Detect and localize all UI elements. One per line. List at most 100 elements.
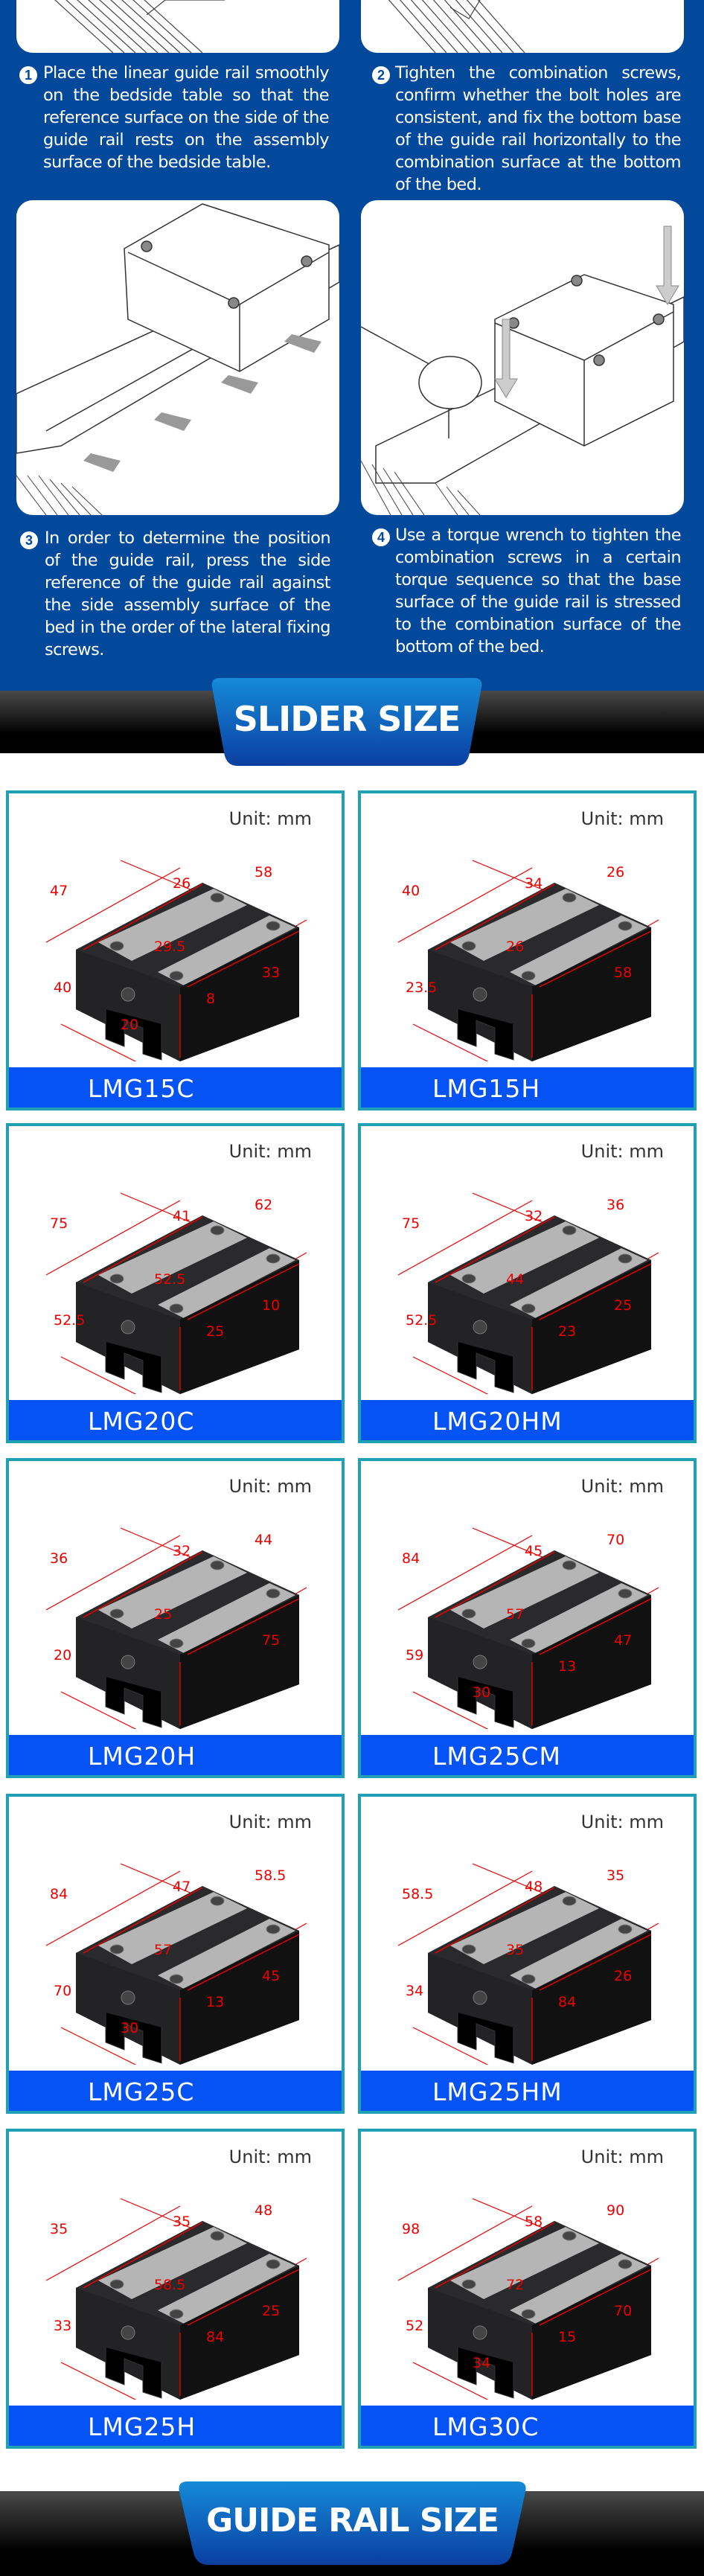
illustration-step-2 [361,0,684,53]
section-title: SLIDER SIZE [233,699,461,739]
dimension-label: 10 [262,1297,281,1314]
dimension-label: 52.5 [54,1312,86,1329]
unit-label: Unit: mm [228,808,312,829]
dimension-label: 75 [262,1632,281,1649]
dimension-label: 30 [121,2020,139,2036]
dimension-label: 33 [54,2318,72,2334]
dimension-label: 15 [558,2329,577,2345]
dimension-label: 23 [558,1323,577,1340]
dimension-label: 33 [262,965,281,981]
dimension-label: 35 [50,2221,68,2237]
dimension-label: 62 [255,1197,273,1213]
dimension-label: 52.5 [154,1271,186,1288]
dimension-label: 58 [614,965,633,981]
slider-block-image [45,1192,307,1394]
step-1-text: Place the linear guide rail smoothly on … [43,63,330,172]
dimension-label: 47 [614,1632,633,1649]
slider-block-image [45,1863,307,2065]
dimension-label: 26 [506,939,525,955]
dimension-label: 57 [154,1942,173,1958]
dimension-label: 23.5 [406,979,438,996]
dimension-label: 59 [406,1647,424,1663]
unit-label: Unit: mm [228,1141,312,1162]
slider-block-image [397,2198,659,2400]
dimension-label: 70 [54,1983,72,1999]
unit-label: Unit: mm [580,1476,664,1497]
unit-label: Unit: mm [580,808,664,829]
step-number-badge: 2 [372,66,390,84]
dimension-label: 26 [614,1968,633,1984]
dimension-label: 58 [255,864,273,880]
dimension-label: 70 [614,2303,633,2319]
dimension-label: 98 [402,2221,420,2237]
dimension-label: 84 [206,2329,225,2345]
dimension-label: 47 [173,1879,191,1895]
dimension-label: 57 [506,1606,525,1623]
slider-size-heading: SLIDER SIZE [211,678,483,766]
unit-label: Unit: mm [580,1812,664,1832]
model-label: LMG25HM [361,2071,694,2111]
model-label: LMG15C [9,1067,342,1108]
illustration-step-1 [16,0,339,53]
slider-block-image [397,1527,659,1729]
slider-block-image [45,1527,307,1729]
dimension-label: 26 [173,875,191,892]
dimension-label: 84 [50,1886,68,1902]
dimension-label: 40 [402,883,420,899]
slider-block-image [397,860,659,1061]
dimension-label: 45 [262,1968,281,1984]
dimension-label: 8 [206,991,216,1007]
dimension-label: 26 [607,864,625,880]
step-number-badge: 4 [372,528,390,546]
dimension-label: 58.5 [402,1886,434,1902]
dimension-label: 13 [558,1658,577,1675]
dimension-label: 52 [406,2318,424,2334]
dimension-label: 40 [54,979,72,996]
dimension-label: 58 [525,2214,543,2230]
dimension-label: 48 [525,1879,543,1895]
dimension-label: 84 [402,1550,420,1567]
dimension-label: 25 [154,1606,173,1623]
dimension-label: 84 [558,1994,577,2010]
dimension-label: 58.5 [255,1867,287,1884]
step-number-badge: 1 [19,66,37,84]
dimension-label: 90 [607,2202,625,2219]
dimension-label: 32 [525,1208,543,1224]
dimension-label: 34 [473,2355,491,2371]
model-label: LMG20HM [361,1400,694,1440]
dimension-label: 30 [473,1684,491,1701]
dimension-label: 36 [50,1550,68,1567]
slider-block-image [45,2198,307,2400]
dimension-label: 75 [402,1215,420,1232]
dimension-label: 29.5 [154,939,186,955]
dimension-label: 45 [525,1543,543,1559]
dimension-label: 47 [50,883,68,899]
model-label: LMG20H [9,1735,342,1775]
dimension-label: 44 [506,1271,525,1288]
dimension-label: 13 [206,1994,225,2010]
dimension-label: 25 [206,1323,225,1340]
dimension-label: 48 [255,2202,273,2219]
dimension-label: 70 [607,1532,625,1548]
dimension-label: 36 [607,1197,625,1213]
dimension-label: 34 [525,875,543,892]
dimension-label: 41 [173,1208,191,1224]
unit-label: Unit: mm [228,1812,312,1832]
unit-label: Unit: mm [228,2147,312,2167]
model-label: LMG25C [9,2071,342,2111]
dimension-label: 44 [255,1532,273,1548]
dimension-label: 35 [607,1867,625,1884]
model-label: LMG25H [9,2406,342,2446]
dimension-label: 20 [54,1647,72,1663]
dimension-label: 25 [262,2303,281,2319]
dimension-label: 58.5 [154,2277,186,2293]
model-label: LMG15H [361,1067,694,1108]
unit-label: Unit: mm [228,1476,312,1497]
